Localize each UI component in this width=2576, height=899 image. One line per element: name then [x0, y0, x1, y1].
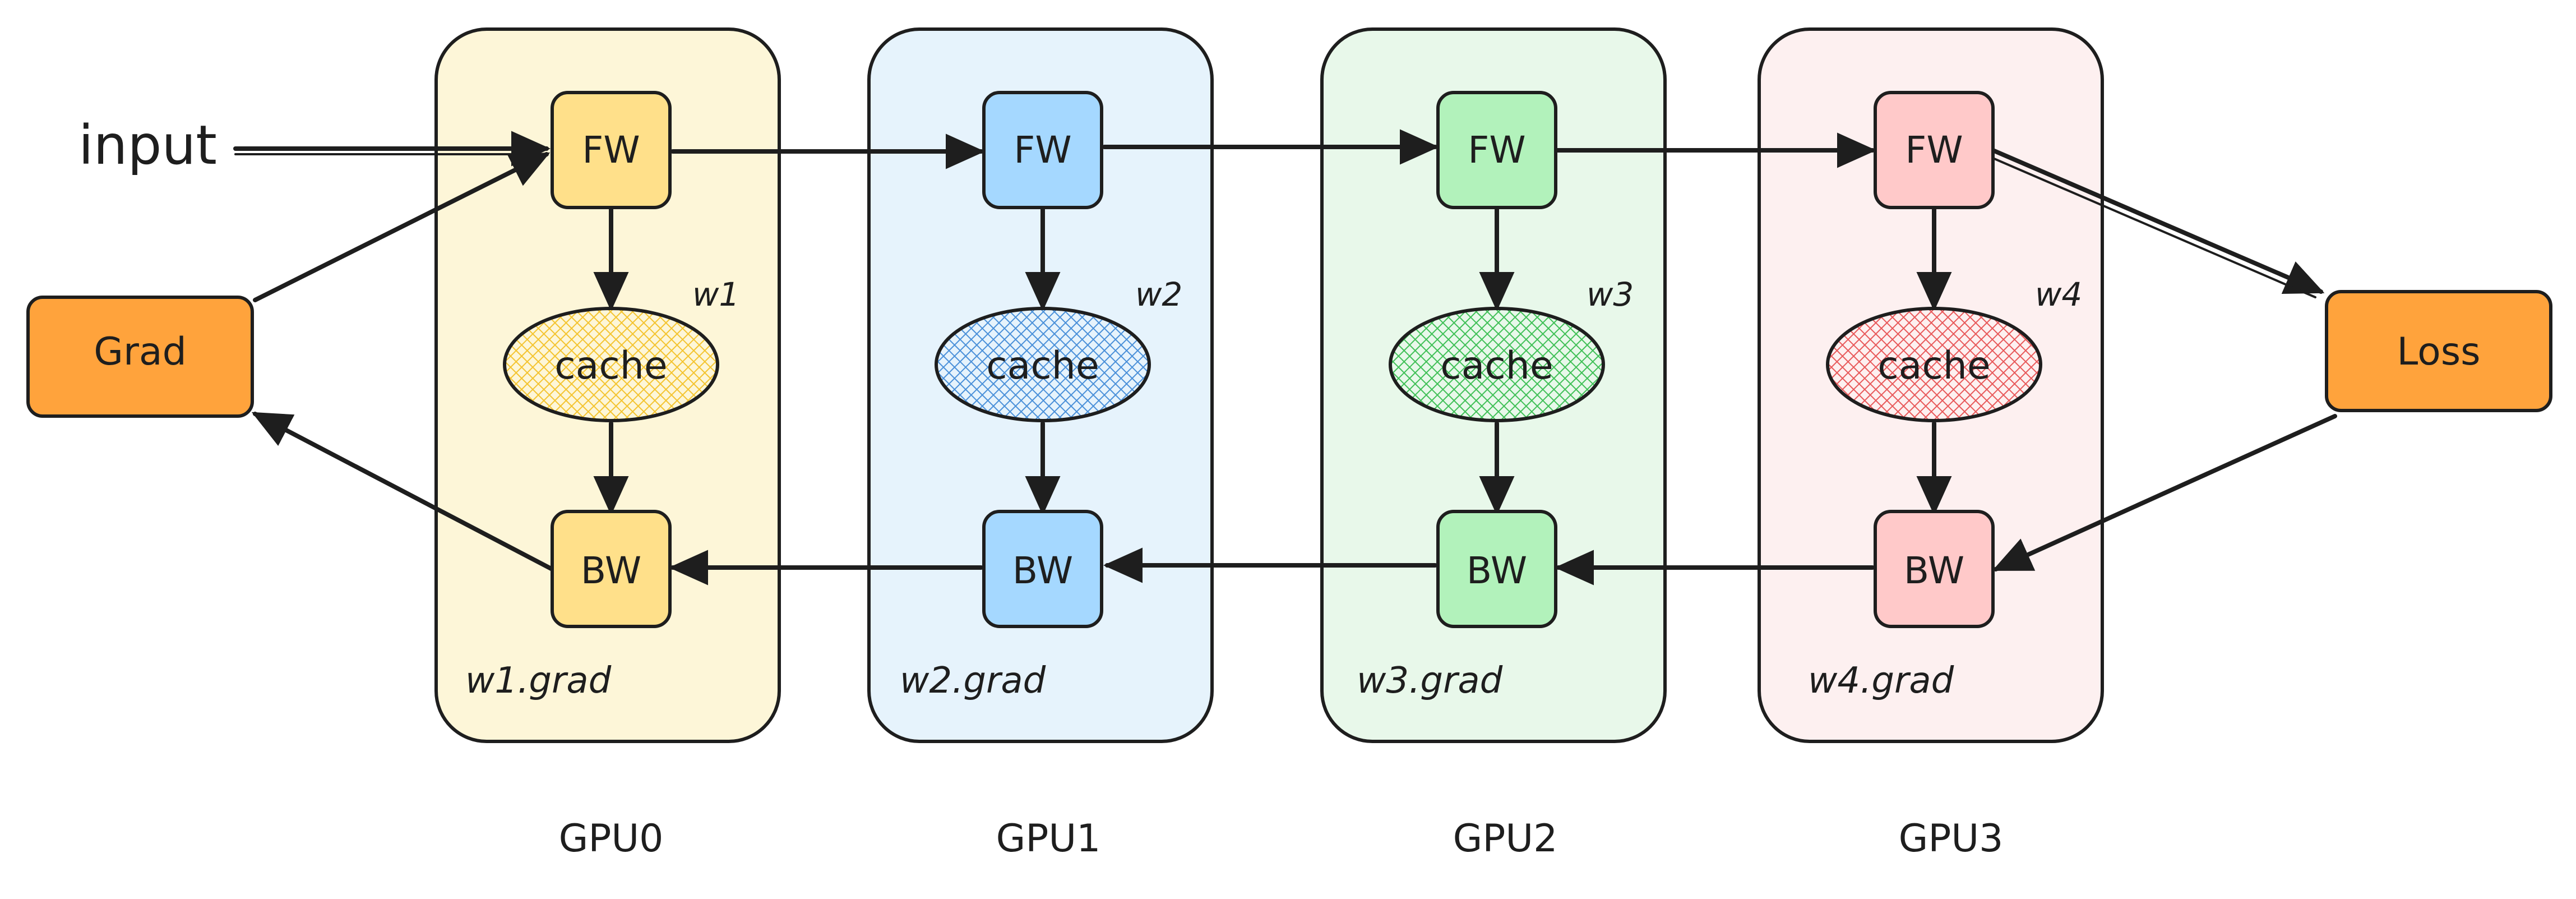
gpu0-fw-node	[551, 91, 672, 209]
gpu3-weight-label: w4	[2035, 275, 2082, 314]
gpu0-bw-node	[551, 510, 672, 628]
gpu2-cache-node	[1389, 307, 1605, 422]
edge-bw0-grad	[251, 412, 554, 571]
gpu2-fw-label: FW	[1468, 128, 1525, 172]
gpu2-grad-label: w3.grad	[1357, 660, 1503, 702]
gpu0-cache-label: cache	[554, 344, 667, 388]
gpu1-fw-node	[982, 91, 1103, 209]
gpu2-bw-node	[1436, 510, 1557, 628]
gpu1-fw-label: FW	[1014, 128, 1071, 172]
gpu2-group: FW cache BW w3 w3.grad GPU2	[1357, 91, 1634, 861]
gpu3-bw-label: BW	[1904, 549, 1964, 592]
gpu0-name-label: GPU0	[559, 817, 664, 861]
gpu1-group: FW cache BW w2 w2.grad GPU1	[900, 91, 1182, 861]
gpu1-bw-node	[982, 510, 1103, 628]
gpu0-cache-node	[503, 307, 719, 422]
edge-fw3-loss	[1991, 148, 2325, 294]
gpu2-weight-label: w3	[1587, 275, 1634, 314]
gpu0-bw-label: BW	[581, 549, 641, 592]
gpu0-weight-label: w1	[692, 275, 739, 314]
loss-label: Loss	[2397, 330, 2480, 374]
edge-loss-bw3	[1992, 414, 2337, 571]
edge-grad-fw0	[253, 152, 551, 302]
gpu0-group: FW cache BW w1 w1.grad GPU0	[465, 91, 739, 861]
gpu3-name-label: GPU3	[1899, 817, 2004, 861]
loss-node: Loss	[2325, 290, 2552, 412]
input-label: input	[78, 114, 217, 177]
gpu3-grad-label: w4.grad	[1808, 660, 1954, 702]
gpu2-cache-label: cache	[1440, 344, 1553, 388]
gpu3-bw-node	[1874, 510, 1995, 628]
gpu3-fw-node	[1874, 91, 1995, 209]
gpu0-grad-label: w1.grad	[465, 660, 612, 702]
gpu0-fw-label: FW	[582, 128, 640, 172]
gpu3-cache-node	[1826, 307, 2042, 422]
gpu3-fw-label: FW	[1905, 128, 1963, 172]
gpu1-cache-label: cache	[986, 344, 1099, 388]
gpu3-group: FW cache BW w4 w4.grad GPU3	[1808, 91, 2082, 861]
grad-label: Grad	[94, 330, 186, 374]
gpu3-cache-label: cache	[1877, 344, 1990, 388]
gpu1-bw-label: BW	[1012, 549, 1073, 592]
gpu1-weight-label: w2	[1135, 275, 1182, 314]
gpu1-grad-label: w2.grad	[900, 660, 1046, 702]
gpu1-cache-node	[935, 307, 1151, 422]
gpu2-fw-node	[1436, 91, 1557, 209]
gpu1-name-label: GPU1	[996, 817, 1101, 861]
gpu2-bw-label: BW	[1467, 549, 1527, 592]
gpu2-name-label: GPU2	[1453, 817, 1558, 861]
grad-node: Grad	[26, 296, 254, 418]
